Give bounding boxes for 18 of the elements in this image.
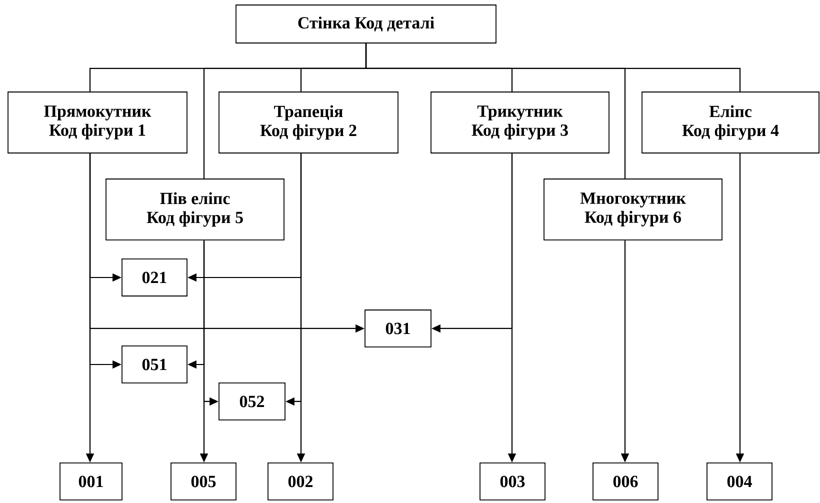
code-box: 004 bbox=[706, 462, 772, 500]
shape-box: Пів еліпс Код фігури 5 bbox=[106, 178, 284, 240]
part-box: Стінка Код деталі bbox=[236, 4, 496, 44]
shape-box: Трапеція Код фігури 2 bbox=[218, 92, 398, 154]
code-box: 051 bbox=[122, 346, 188, 384]
code-box: 002 bbox=[268, 462, 334, 500]
code-box: 005 bbox=[170, 462, 236, 500]
shape-box: Еліпс Код фігури 4 bbox=[642, 92, 820, 154]
code-box: 006 bbox=[592, 462, 658, 500]
shape-box: Прямокутник Код фігури 1 bbox=[8, 92, 188, 154]
code-box: 003 bbox=[480, 462, 546, 500]
connector bbox=[365, 43, 741, 92]
shape-box: Трикутник Код фігури 3 bbox=[430, 92, 610, 154]
code-box: 021 bbox=[122, 258, 188, 296]
code-box: 031 bbox=[364, 310, 432, 348]
code-box: 052 bbox=[218, 382, 286, 420]
shape-box: Многокутник Код фігури 6 bbox=[544, 178, 722, 240]
code-box: 001 bbox=[60, 462, 122, 500]
